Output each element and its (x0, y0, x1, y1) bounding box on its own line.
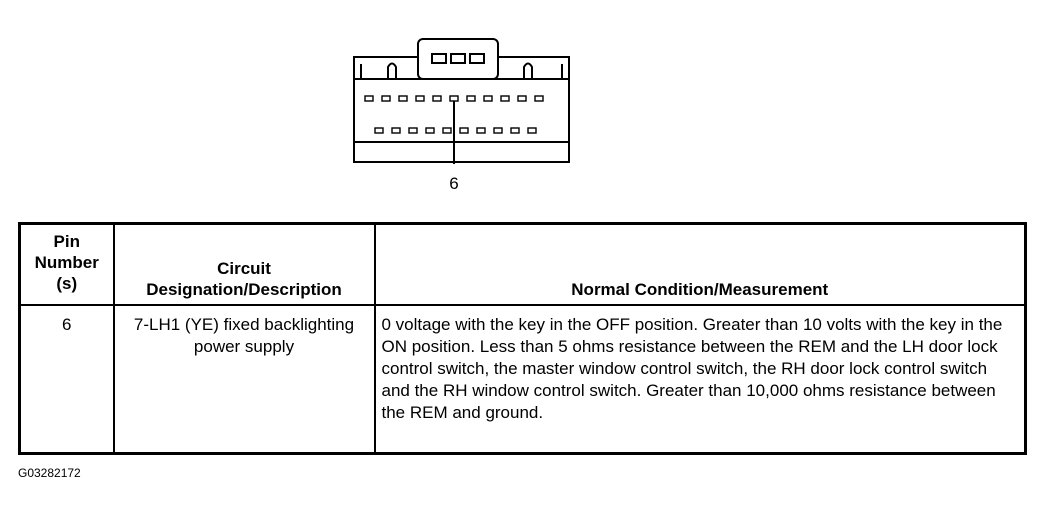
connector-diagram (353, 38, 570, 164)
cell-pin: 6 (18, 304, 115, 455)
connector-latch (417, 38, 499, 80)
header-measurement: Normal Condition/Measurement (373, 222, 1027, 306)
cell-measurement: 0 voltage with the key in the OFF positi… (373, 304, 1027, 455)
pin-callout-label: 6 (449, 174, 459, 193)
table-row: 6 7-LH1 (YE) fixed backlighting power su… (18, 304, 1027, 455)
figure-id: G03282172 (18, 466, 81, 480)
cell-circuit: 7-LH1 (YE) fixed backlighting power supp… (112, 304, 376, 455)
